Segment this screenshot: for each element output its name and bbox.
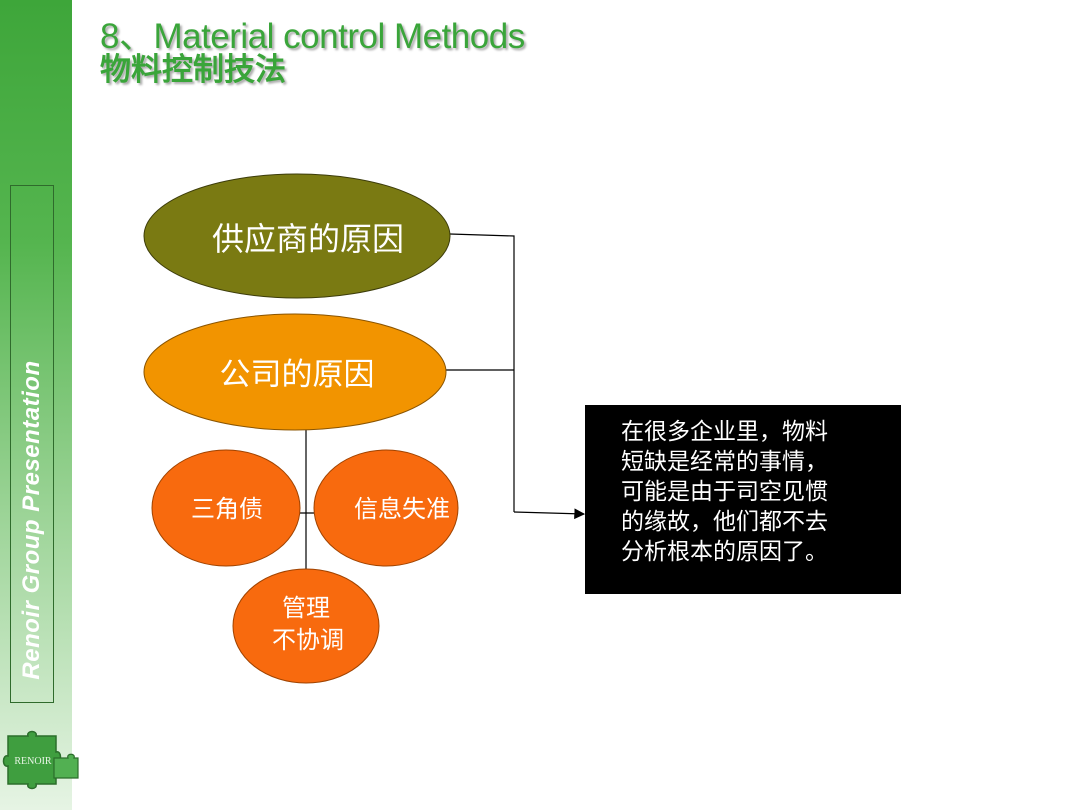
sidebar-frame [10,185,54,703]
puzzle-logo-icon: RENOIR [2,730,79,790]
info-error-label: 信息失准 [354,495,450,523]
note-line: 的缘故，他们都不去 [621,509,828,535]
page-title-english: 8、Material control Methods [100,17,525,56]
puzzle-logo-text: RENOIR [14,756,52,767]
mgmt-ellipse [232,568,380,684]
explanation-note-box: 在很多企业里，物料 短缺是经常的事情， 可能是由于司空见惯 的缘故，他们都不去 … [585,405,901,594]
company-cause-ellipse [143,313,447,431]
connector-arrow [513,508,586,520]
info-error-ellipse [313,449,459,567]
supplier-cause-label: 供应商的原因 [212,220,404,258]
mgmt-label-line2: 不协调 [272,626,344,654]
note-line: 在很多企业里，物料 [621,419,828,445]
page-title-chinese: 物料控制技法 [100,52,286,88]
note-line: 分析根本的原因了。 [621,539,828,565]
note-line: 可能是由于司空见惯 [621,479,828,505]
company-cause-label: 公司的原因 [220,357,375,393]
triangle-debt-label: 三角债 [191,495,263,523]
triangle-debt-ellipse [151,449,301,567]
mgmt-label-line1: 管理 [282,594,330,622]
supplier-cause-ellipse [143,173,451,299]
connector-supplier [449,233,515,512]
sidebar: Renoir Group Presentation RENOIR [0,0,79,810]
note-line: 短缺是经常的事情， [621,449,828,475]
